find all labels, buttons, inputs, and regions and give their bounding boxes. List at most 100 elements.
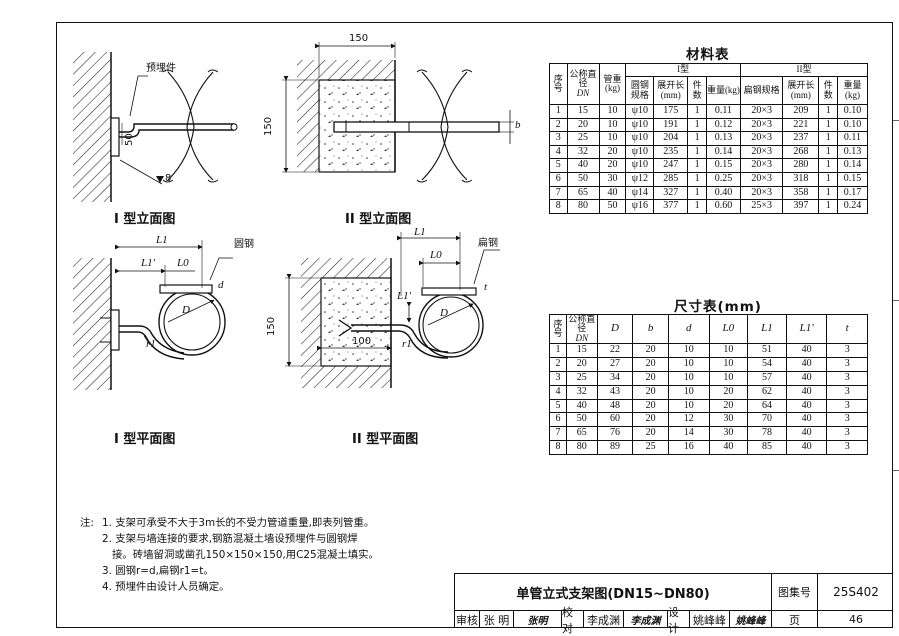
table-cell: 10 <box>708 370 749 386</box>
table-cell: 25 <box>566 131 600 146</box>
dim-150-top: 150 <box>349 33 369 44</box>
table-cell: 20×3 <box>739 185 784 201</box>
table-cell: 3 <box>826 426 868 441</box>
type1-elevation <box>73 52 238 202</box>
table-cell: 50 <box>565 412 598 428</box>
table-cell: 25 <box>632 439 669 455</box>
col-wt2: 重量(kg) <box>837 76 868 105</box>
sym-L1p-type1: L1' <box>141 257 155 269</box>
table-cell: 20×3 <box>739 144 784 160</box>
col-cnt1: 件数 <box>687 76 707 105</box>
table-cell: 27 <box>596 357 634 372</box>
table-cell: 30 <box>598 171 627 187</box>
table-cell: 1 <box>818 158 838 173</box>
col-rb-spec: 圆钢规格 <box>625 76 655 105</box>
table-cell: 3 <box>826 357 868 372</box>
table-cell: 30 <box>708 426 749 441</box>
note-3: 3. 圆钢r=d,扁钢r1=t。 <box>102 565 214 577</box>
reviewer-name: 张 明 <box>479 611 513 628</box>
atlas-label: 图集号 <box>771 574 817 610</box>
note-2b: 接。砖墙留洞或凿孔150×150×150,用C25混凝土填实。 <box>112 549 379 561</box>
table-cell: ψ14 <box>625 185 655 201</box>
table-cell: 3 <box>549 370 567 386</box>
table-cell: 191 <box>653 117 689 133</box>
table-cell: 0.15 <box>705 158 741 173</box>
col-t: t <box>826 313 868 345</box>
table-cell: 20 <box>565 357 598 372</box>
drawing-title: 单管立式支架图(DN15~DN80) <box>516 586 710 602</box>
table-cell: 280 <box>782 158 820 173</box>
checker-name: 李成渊 <box>583 611 623 628</box>
table-cell: 7 <box>549 185 568 201</box>
sym-L1p-type2: L1' <box>397 290 411 302</box>
table-cell: 40 <box>785 370 828 386</box>
note-4: 4. 预埋件由设计人员确定。 <box>102 581 230 593</box>
table-cell: 20 <box>632 357 669 372</box>
table-cell: 20 <box>632 370 669 386</box>
table-cell: 89 <box>596 439 634 455</box>
col-len2: 展开长(mm) <box>782 76 820 105</box>
table-cell: 40 <box>785 398 828 414</box>
table-cell: 1 <box>687 144 707 160</box>
sym-r1-type2: r1 <box>402 338 412 350</box>
table-cell: 20 <box>632 343 669 359</box>
table-cell: 0.10 <box>837 117 868 133</box>
table-cell: ψ10 <box>625 144 655 160</box>
table-cell: 10 <box>598 131 627 146</box>
col-load: 管重(kg) <box>598 63 627 105</box>
table-cell: 2 <box>549 117 568 133</box>
round-steel-label: 圆钢 <box>234 239 254 250</box>
table-cell: 20×3 <box>739 131 784 146</box>
table-cell: 40 <box>785 357 828 372</box>
table-cell: 40 <box>598 185 627 201</box>
sym-D-type2: D <box>440 307 448 319</box>
title-block: 单管立式支架图(DN15~DN80) 图集号 25S402 审核 张 明 张明 … <box>454 573 893 635</box>
dim-150-elev: 150 <box>263 116 274 136</box>
table-cell: 10 <box>708 343 749 359</box>
table-cell: 10 <box>598 104 627 119</box>
col-fb-spec: 扁钢规格 <box>739 76 784 105</box>
table-cell: 25×3 <box>739 199 784 214</box>
table-cell: 318 <box>782 171 820 187</box>
table-cell: 0.12 <box>705 117 741 133</box>
table-cell: 0.60 <box>705 199 741 214</box>
edge-tick <box>893 470 899 471</box>
table-cell: 20×3 <box>739 171 784 187</box>
table-cell: 1 <box>549 104 568 119</box>
col-cnt2: 件数 <box>818 76 838 105</box>
table-cell: 0.25 <box>705 171 741 187</box>
table-cell: ψ10 <box>625 131 655 146</box>
col-D: D <box>596 313 634 345</box>
table-cell: 78 <box>747 426 787 441</box>
table-cell: 40 <box>565 398 598 414</box>
type1-plan-title: I 型平面图 <box>114 432 176 447</box>
note-2a: 2. 支架与墙连接的要求,钢筋混凝土墙设预埋件与圆钢焊 <box>102 533 358 545</box>
table-cell: 10 <box>667 357 710 372</box>
table-cell: 1 <box>549 343 567 359</box>
col-d: d <box>667 313 710 345</box>
table-cell: 65 <box>566 185 600 201</box>
table-cell: 40 <box>785 439 828 455</box>
table-cell: 1 <box>818 144 838 160</box>
table-cell: 80 <box>565 439 598 455</box>
sym-t: t <box>484 281 488 293</box>
table-cell: 0.14 <box>837 158 868 173</box>
table-cell: ψ10 <box>625 158 655 173</box>
table-cell: 327 <box>653 185 689 201</box>
table-cell: 40 <box>708 439 749 455</box>
table-cell: 0.24 <box>837 199 868 214</box>
table-cell: 0.10 <box>837 104 868 119</box>
table-cell: 0.11 <box>837 131 868 146</box>
edge-tick <box>893 120 899 121</box>
table-cell: 20 <box>632 398 669 414</box>
table-cell: 20×3 <box>739 158 784 173</box>
designer-name: 姚峰峰 <box>689 611 729 628</box>
col-L1: L1 <box>747 313 787 345</box>
